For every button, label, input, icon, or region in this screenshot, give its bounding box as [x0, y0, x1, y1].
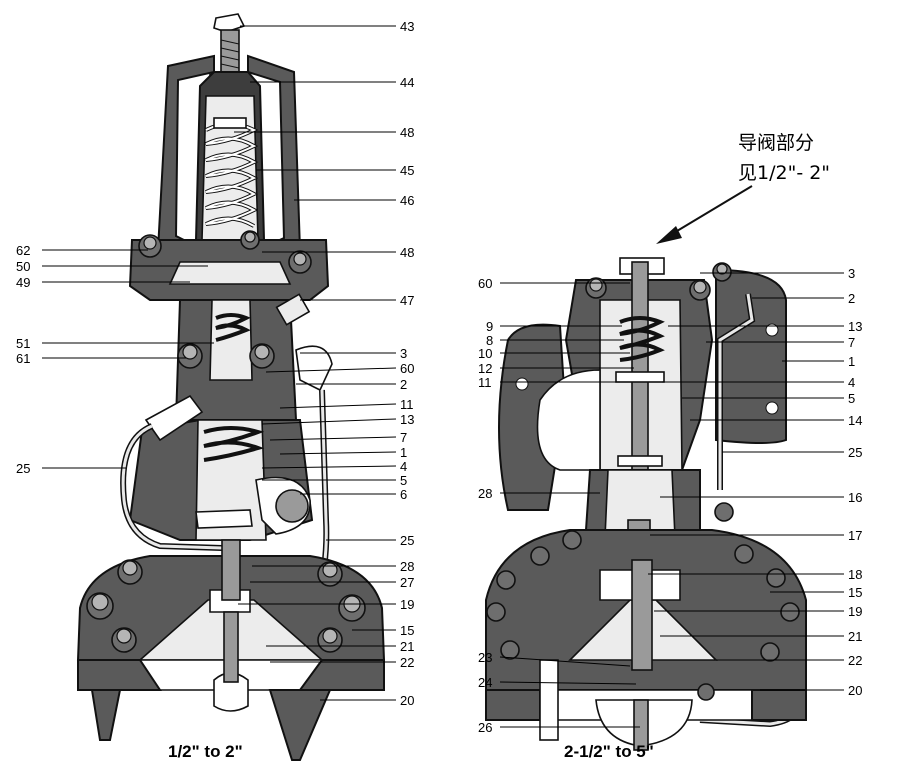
callout-5: 5	[400, 473, 407, 488]
callout-45: 45	[400, 163, 414, 178]
right-caption: 2-1/2" to 5"	[564, 742, 654, 761]
pilot-note: 导阀部分 见1/2"- 2"	[738, 128, 830, 188]
right-callouts-right: 3 2 13 7 1 4 5 14 25 16 17 18 15 19 21 2…	[848, 266, 862, 698]
callout-44: 44	[400, 75, 414, 90]
callout-23-r: 23	[478, 650, 492, 665]
callout-25-left: 25	[16, 461, 30, 476]
callout-50: 50	[16, 259, 30, 274]
callout-22: 22	[400, 655, 414, 670]
callout-51: 51	[16, 336, 30, 351]
left-valve	[76, 13, 386, 761]
main-base	[485, 659, 807, 751]
callout-15-r: 15	[848, 585, 862, 600]
callout-26-r: 26	[478, 720, 492, 735]
callout-13: 13	[400, 412, 414, 427]
leader-lines	[42, 25, 844, 728]
pilot-note-line-2: 见1/2"- 2"	[738, 162, 831, 184]
callout-60-r: 60	[478, 276, 492, 291]
callout-48b: 48	[400, 245, 414, 260]
callout-24-r: 24	[478, 675, 492, 690]
left-caption: 1/2" to 2"	[168, 742, 243, 761]
lower-base	[77, 611, 385, 761]
callout-28-r: 28	[478, 486, 492, 501]
callout-27: 27	[400, 575, 414, 590]
pilot-body	[174, 293, 333, 421]
callout-16-r: 16	[848, 490, 862, 505]
callout-3-r: 3	[848, 266, 855, 281]
pilot-note-line-1: 导阀部分	[738, 132, 815, 154]
callout-49: 49	[16, 275, 30, 290]
left-callouts-right: 43 44 48 45 46 48 47 3 60 2 11 13 7 1 4 …	[400, 19, 414, 708]
valve-body	[128, 394, 314, 541]
callout-14-r: 14	[848, 413, 862, 428]
callout-60: 60	[400, 361, 414, 376]
callout-5-r: 5	[848, 391, 855, 406]
callout-61: 61	[16, 351, 30, 366]
callout-1: 1	[400, 445, 407, 460]
right-valve	[485, 185, 807, 751]
callout-21: 21	[400, 639, 414, 654]
pilot-pointer-arrow	[656, 185, 753, 244]
callout-4: 4	[400, 459, 407, 474]
callout-62: 62	[16, 243, 30, 258]
callout-21-r: 21	[848, 629, 862, 644]
left-callouts-left: 62 50 49 51 61 25	[16, 243, 30, 476]
callout-12-r: 12	[478, 361, 492, 376]
callout-28: 28	[400, 559, 414, 574]
callout-43: 43	[400, 19, 414, 34]
callout-48: 48	[400, 125, 414, 140]
main-diaphragm-case	[485, 529, 807, 691]
callout-25-r: 25	[848, 445, 862, 460]
callout-17-r: 17	[848, 528, 862, 543]
callout-19: 19	[400, 597, 414, 612]
callout-11-r: 11	[478, 375, 492, 390]
callout-9-r: 9	[486, 319, 493, 334]
callout-10-r: 10	[478, 346, 492, 361]
callout-8-r: 8	[486, 333, 493, 348]
callout-25: 25	[400, 533, 414, 548]
pilot-flange	[128, 230, 330, 301]
callout-3: 3	[400, 346, 407, 361]
callout-18-r: 18	[848, 567, 862, 582]
callout-15: 15	[400, 623, 414, 638]
callout-13-r: 13	[848, 319, 862, 334]
callout-2: 2	[400, 377, 407, 392]
callout-46: 46	[400, 193, 414, 208]
callout-4-r: 4	[848, 375, 855, 390]
callout-2-r: 2	[848, 291, 855, 306]
callout-47: 47	[400, 293, 414, 308]
callout-20: 20	[400, 693, 414, 708]
callout-19-r: 19	[848, 604, 862, 619]
callout-1-r: 1	[848, 354, 855, 369]
callout-22-r: 22	[848, 653, 862, 668]
callout-20-r: 20	[848, 683, 862, 698]
callout-7-r: 7	[848, 335, 855, 350]
callout-7: 7	[400, 430, 407, 445]
right-callouts-left: 60 9 8 10 12 11 28 23 24 26	[478, 276, 493, 735]
callout-11: 11	[400, 397, 414, 412]
callout-6: 6	[400, 487, 407, 502]
main-spring	[205, 117, 259, 228]
